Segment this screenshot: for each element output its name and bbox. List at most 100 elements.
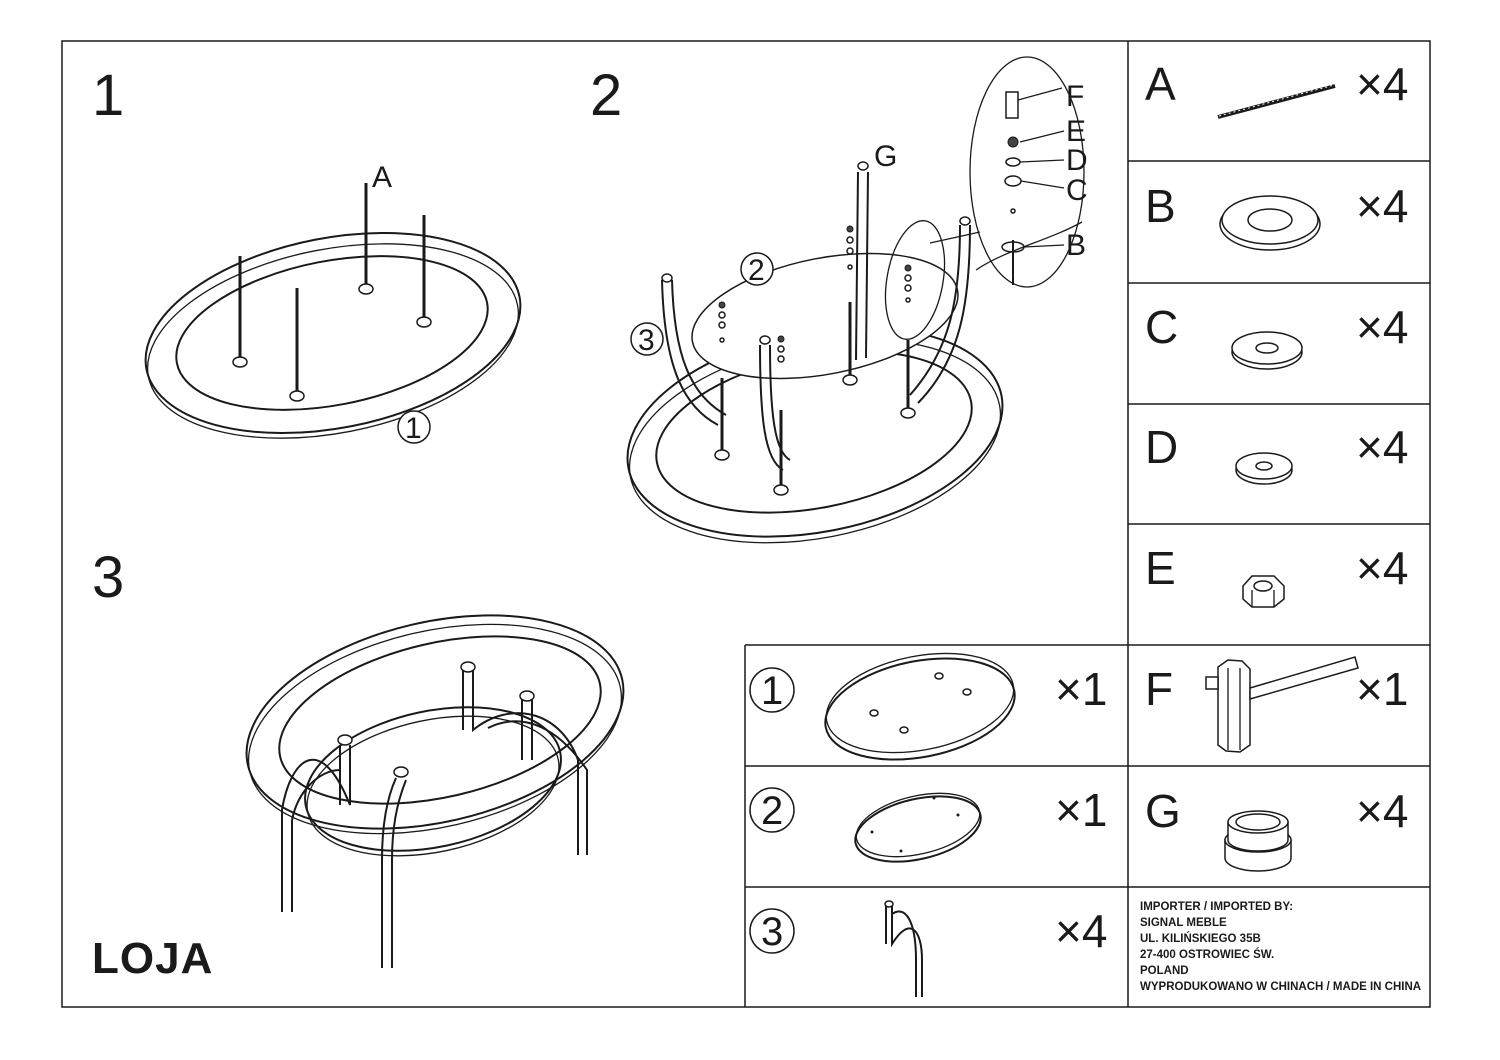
part-ref-circle xyxy=(740,252,774,286)
importer-line-6: WYPRODUKOWANO W CHINACH / MADE IN CHINA xyxy=(1140,981,1421,993)
part-ref-3: 3 xyxy=(638,324,655,357)
threaded-rod-icon xyxy=(1217,84,1336,119)
part-ref-circle xyxy=(397,410,431,444)
leader-c xyxy=(1020,180,1065,189)
hardware-qty-g: ×4 xyxy=(1356,785,1408,837)
suction-pad xyxy=(842,374,858,386)
part-ref-circle xyxy=(749,908,795,954)
step-number-3: 3 xyxy=(92,545,124,610)
leg xyxy=(281,745,351,912)
leg xyxy=(909,224,971,404)
top-glass-outer xyxy=(245,614,625,830)
hardware-qty-d: ×4 xyxy=(1356,421,1408,473)
part-ref-circle xyxy=(630,322,664,356)
step2-diagram: F E D C B G 2 3 xyxy=(626,56,1088,544)
hole-marker xyxy=(1010,208,1016,214)
hex-nut-icon xyxy=(1242,575,1285,608)
large-washer-icon xyxy=(1004,175,1022,187)
hardware-qty-f: ×1 xyxy=(1356,663,1408,715)
hardware-letter-b: B xyxy=(1145,180,1176,232)
hardware-letter-f: F xyxy=(1145,663,1173,715)
top-glass-inner-ring xyxy=(278,635,602,805)
threaded-rod-icon xyxy=(416,215,432,328)
leg-cap-icon xyxy=(1224,810,1292,872)
leg xyxy=(661,279,727,426)
detail-label-e: E xyxy=(1066,115,1086,148)
product-title: LOJA xyxy=(92,934,213,983)
importer-info: IMPORTER / IMPORTED BY: SIGNAL MEBLE UL.… xyxy=(1140,901,1421,993)
hardware-qty-a: ×4 xyxy=(1356,58,1408,110)
step1-diagram: A 1 xyxy=(144,161,522,445)
part-num-1: 1 xyxy=(761,669,783,713)
detail-bubble xyxy=(969,56,1085,288)
leader-e xyxy=(1019,130,1065,143)
hardware-qty-c: ×4 xyxy=(1356,301,1408,353)
leg-cap xyxy=(857,161,869,171)
hardware-stack xyxy=(718,225,912,363)
part-ref-circle xyxy=(749,787,795,833)
detail-highlight xyxy=(884,220,946,340)
step3-diagram xyxy=(245,614,625,968)
leg xyxy=(759,344,791,471)
threaded-rod-icon xyxy=(232,256,248,368)
part-num-3: 3 xyxy=(761,910,783,954)
top-glass-inner-ring xyxy=(175,255,489,411)
part-ref-circle xyxy=(749,667,795,713)
hex-nut-icon xyxy=(1007,136,1019,148)
leg-cap xyxy=(460,661,476,673)
part-qty-2: ×1 xyxy=(1055,784,1107,836)
detail-label-d: D xyxy=(1066,144,1088,177)
detail-leader xyxy=(929,231,981,244)
suction-pad xyxy=(900,407,916,419)
part-qty-3: ×4 xyxy=(1055,905,1107,957)
large-washer-icon xyxy=(1231,331,1303,370)
leg-cap xyxy=(393,766,409,778)
suction-pad xyxy=(714,449,730,461)
detail-label-f: F xyxy=(1066,80,1084,113)
detail-label-b: B xyxy=(1066,229,1086,262)
callout-a: A xyxy=(372,161,392,194)
importer-line-5: POLAND xyxy=(1140,965,1189,977)
leg xyxy=(381,777,407,968)
detail-label-c: C xyxy=(1066,174,1088,207)
leg-cap xyxy=(337,734,353,746)
threaded-rod-icon xyxy=(358,183,374,295)
top-glass-outer xyxy=(144,231,522,435)
hardware-letter-a: A xyxy=(1145,58,1176,110)
small-washer-icon xyxy=(1005,157,1021,167)
suction-pad-icon xyxy=(1219,195,1321,251)
leader-d xyxy=(1019,159,1065,163)
leg-cap xyxy=(959,216,971,226)
hardware-letter-c: C xyxy=(1145,301,1178,353)
leg-cap xyxy=(519,690,535,702)
small-washer-icon xyxy=(1235,452,1293,485)
parts-list: 1 ×1 2 ×1 3 ×4 xyxy=(749,652,1107,997)
suction-pad xyxy=(773,484,789,496)
part-num-2: 2 xyxy=(761,789,783,833)
part-ref-1: 1 xyxy=(405,412,422,445)
socket-wrench-icon xyxy=(1005,87,1063,119)
leg-cap xyxy=(759,335,771,345)
step-number-2: 2 xyxy=(590,63,622,128)
importer-line-4: 27-400 OSTROWIEC ŚW. xyxy=(1140,948,1274,961)
top-glass-edge xyxy=(247,623,623,835)
step-number-1: 1 xyxy=(92,63,124,128)
hardware-qty-b: ×4 xyxy=(1356,180,1408,232)
callout-g: G xyxy=(874,140,897,173)
top-glass-edge xyxy=(146,243,520,439)
leg-icon xyxy=(884,900,923,997)
lower-glass-icon xyxy=(854,792,982,863)
leg-cap xyxy=(661,273,673,283)
hardware-qty-e: ×4 xyxy=(1356,542,1408,594)
hardware-list: A ×4 B ×4 C ×4 D ×4 E xyxy=(1145,58,1408,872)
glass-edge-detail xyxy=(975,221,1083,271)
leg xyxy=(855,171,869,361)
hardware-letter-e: E xyxy=(1145,542,1176,594)
part-qty-1: ×1 xyxy=(1055,663,1107,715)
hardware-letter-d: D xyxy=(1145,421,1178,473)
importer-line-3: UL. KILIŃSKIEGO 35B xyxy=(1140,932,1261,945)
top-glass-icon xyxy=(824,652,1016,761)
threaded-rod-icon xyxy=(289,288,305,402)
socket-wrench-icon xyxy=(1205,656,1359,753)
